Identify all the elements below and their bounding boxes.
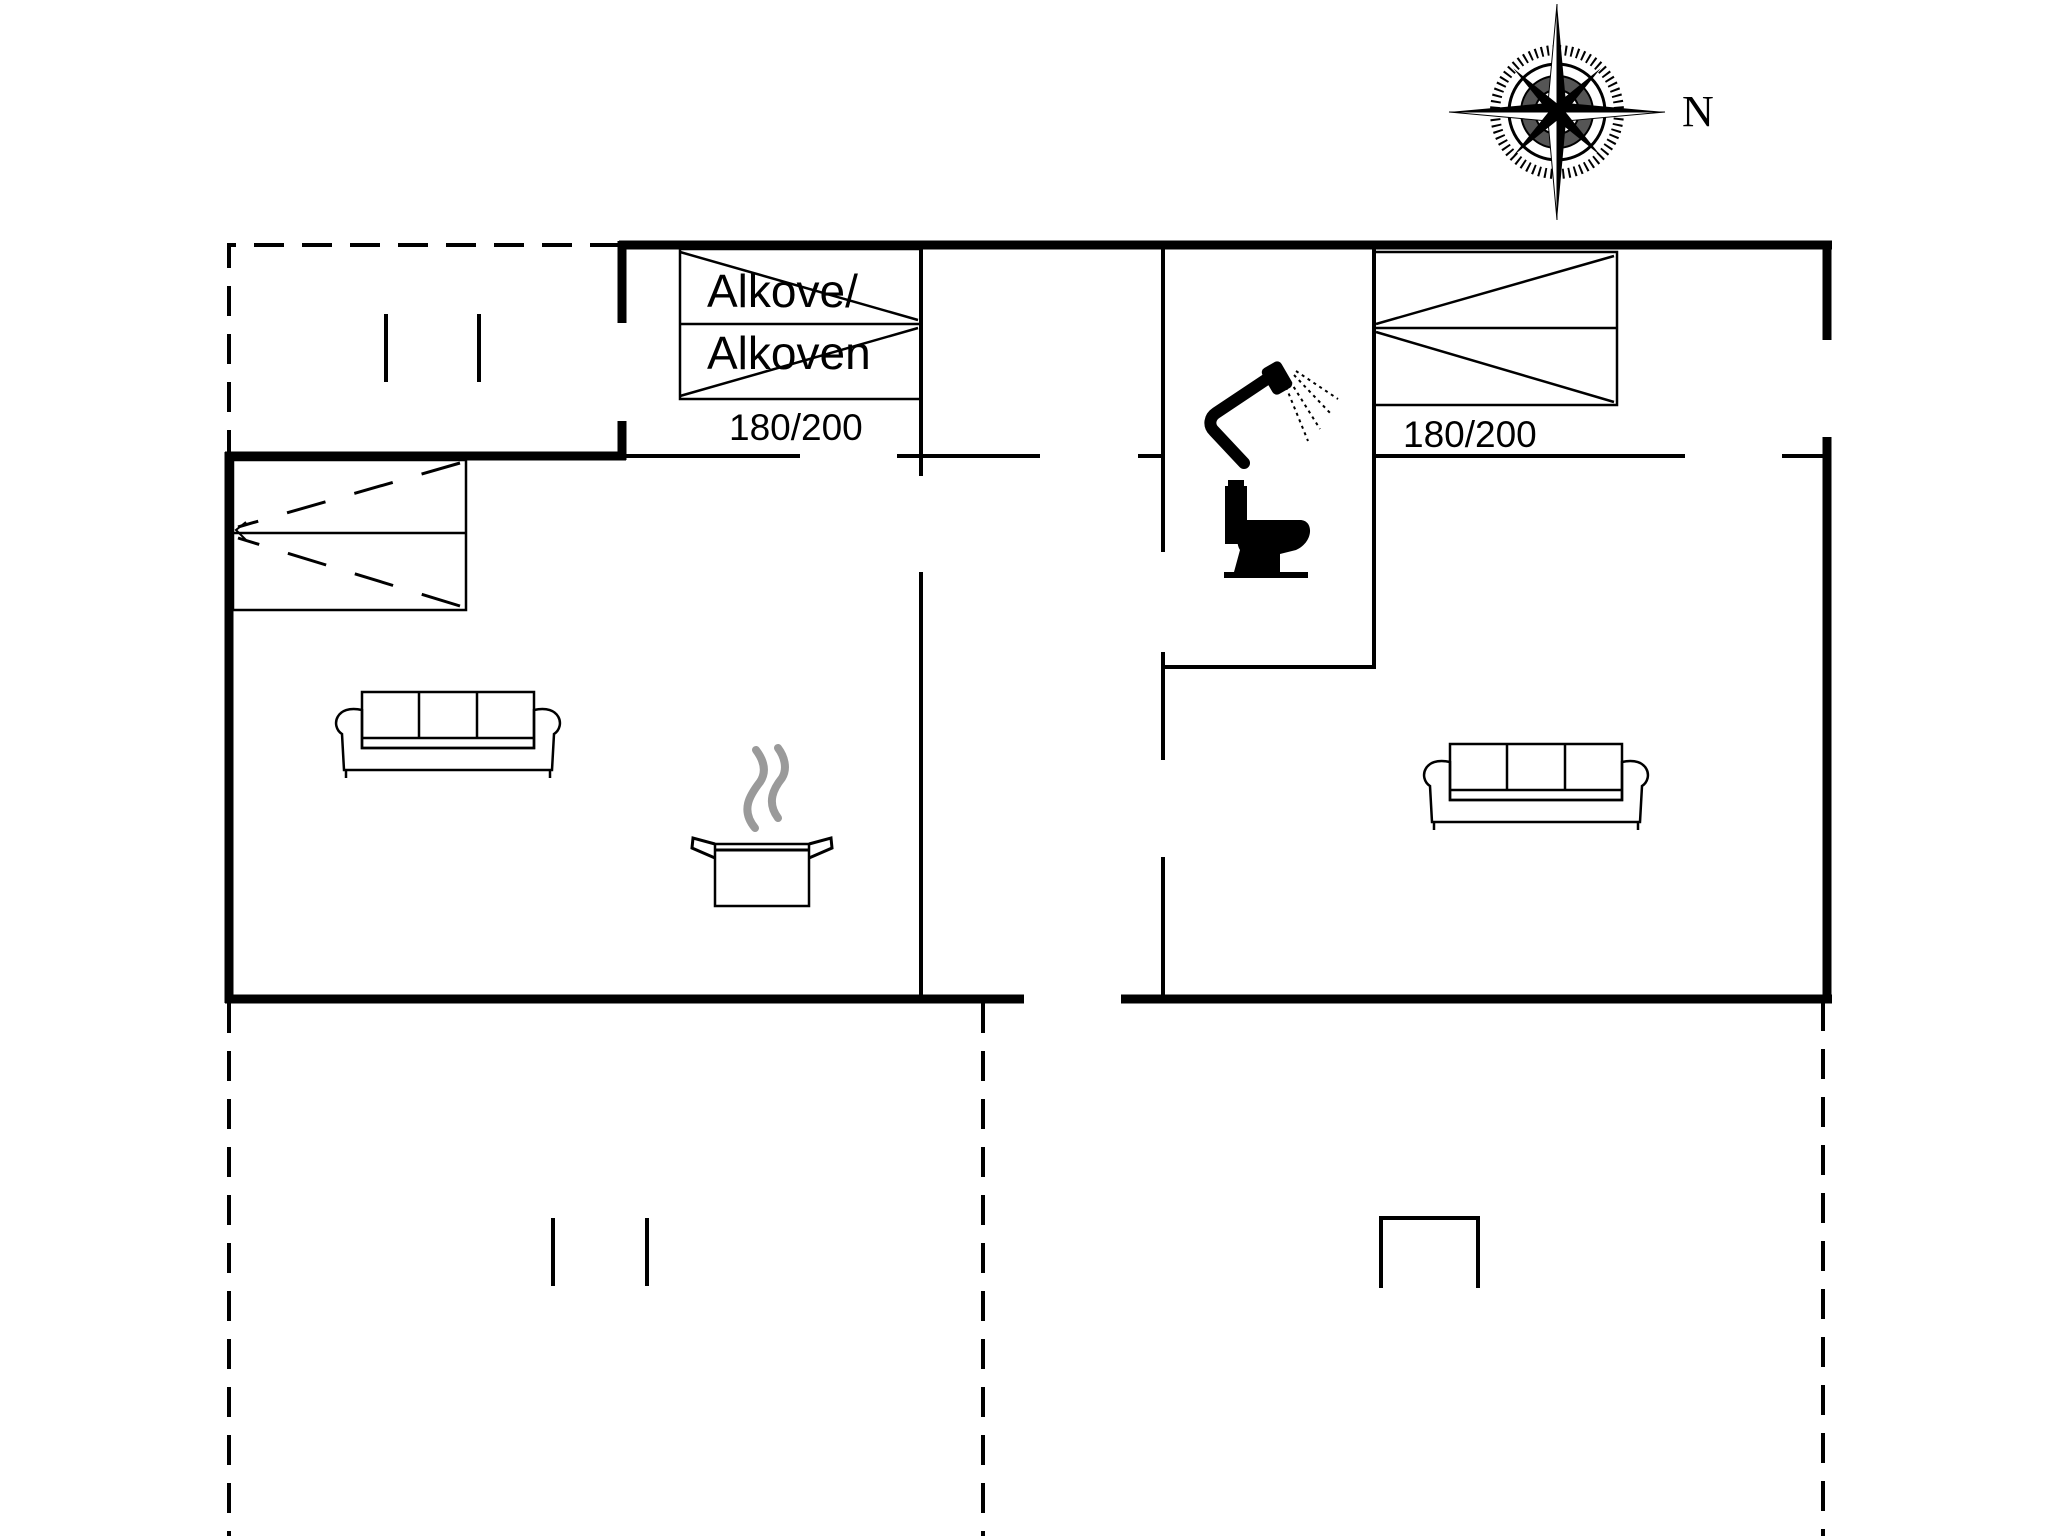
toilet-icon: [1224, 480, 1311, 578]
cooking-pot-icon: [690, 744, 834, 908]
alcove-label-line2: Alkoven: [707, 327, 871, 379]
terrace-marks-top: [384, 314, 481, 382]
north-label: N: [1682, 87, 1714, 136]
stairs-icon: [231, 458, 468, 612]
shower-icon: [1204, 361, 1339, 469]
bed-size-left: 180/200: [729, 407, 863, 448]
doorway-icon: [1379, 1216, 1480, 1288]
sofa-icon: [1422, 742, 1650, 830]
terrace-outline-bottom: [227, 1003, 1825, 1536]
alcove-label-line1: Alkove/: [707, 265, 858, 317]
alcove-bed-left: [678, 247, 923, 401]
terrace-outline-top-left: [227, 243, 620, 456]
sofa-icon: [334, 690, 562, 778]
alcove-bed-right: [1372, 250, 1619, 407]
exterior-walls: [224, 240, 1832, 1004]
compass-rose-icon: [1448, 3, 1666, 221]
terrace-marks-bottom: [551, 1218, 649, 1286]
bed-size-right: 180/200: [1403, 414, 1537, 455]
